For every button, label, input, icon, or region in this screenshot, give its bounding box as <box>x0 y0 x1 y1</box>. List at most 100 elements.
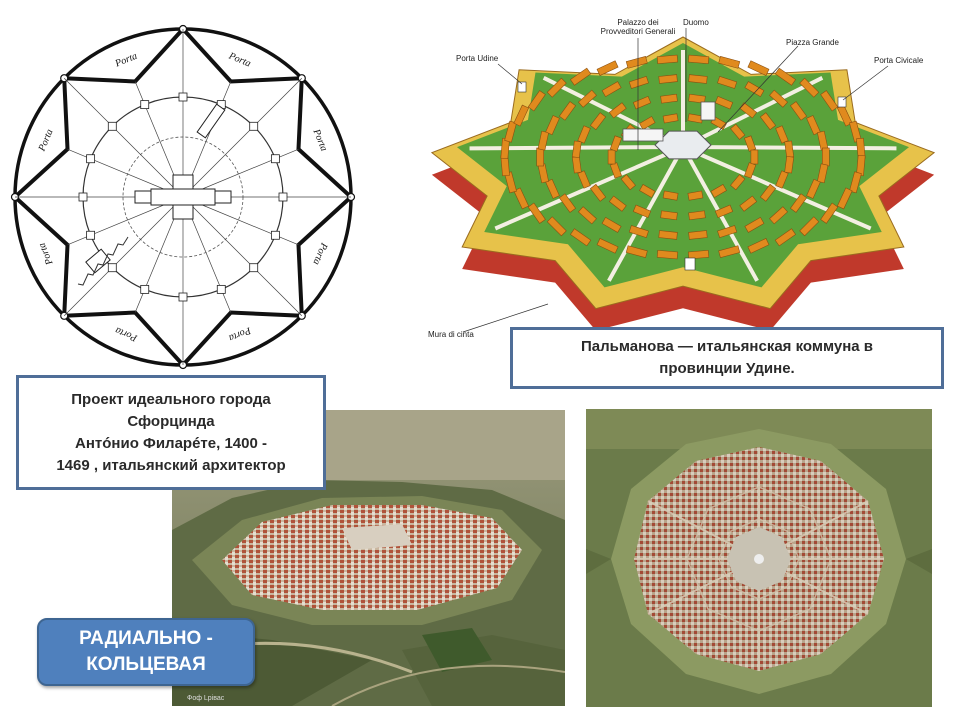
piazza-square <box>86 230 96 240</box>
building-block <box>744 216 765 233</box>
building-block <box>774 67 797 86</box>
building-block <box>718 245 741 258</box>
building-block <box>658 230 678 240</box>
building-block <box>625 245 648 258</box>
building-block <box>820 90 839 112</box>
leader-porta-cividale <box>842 65 889 101</box>
building-block <box>718 56 741 69</box>
building-block <box>821 147 830 167</box>
piazza-square <box>178 92 188 102</box>
palmanova-callout-line1: Пальманова — итальянская коммуна в <box>580 338 874 355</box>
radial-street <box>682 145 872 231</box>
palmanova-illustration-drawing <box>430 28 936 333</box>
leader-porta-udine <box>497 63 523 85</box>
building-block <box>662 190 679 201</box>
building-block <box>571 140 582 159</box>
radial-street <box>63 196 184 317</box>
building-block <box>775 170 789 189</box>
building-block <box>836 187 853 210</box>
building-block <box>687 190 704 201</box>
building-block <box>820 202 839 224</box>
building-block <box>714 204 734 219</box>
building-block <box>799 216 820 237</box>
filarete-callout-line2: Сфорцинда <box>127 412 215 430</box>
building-block <box>536 147 544 167</box>
building-block <box>577 206 597 225</box>
building-block <box>750 149 759 165</box>
building-block <box>513 187 530 210</box>
building-block <box>799 77 820 98</box>
building-block <box>601 216 622 233</box>
building-block <box>714 95 734 110</box>
piazza-square <box>78 192 88 202</box>
building-block <box>596 238 619 254</box>
building-block <box>596 60 619 76</box>
building-block <box>527 90 546 112</box>
building-block <box>589 112 607 131</box>
building-block <box>609 135 622 152</box>
leader-mura <box>462 303 549 333</box>
building-block <box>620 174 636 191</box>
building-block <box>759 183 777 202</box>
building-block <box>747 238 770 254</box>
piazza-square <box>140 100 150 110</box>
porta-cividale-gate <box>837 96 847 108</box>
building-block <box>717 75 738 89</box>
building-block <box>577 89 597 108</box>
building-block <box>784 155 795 174</box>
building-block <box>569 67 592 86</box>
building-block <box>608 195 627 212</box>
label-piazza-grande: Piazza Grande <box>786 38 839 47</box>
radial-ring-badge: РАДИАЛЬНО - КОЛЬЦЕВАЯ <box>37 618 255 686</box>
building-block <box>546 216 567 237</box>
building-block <box>632 204 652 219</box>
building-block <box>504 120 517 143</box>
radial-street <box>63 77 184 198</box>
filarete-callout-line3: Антóнио Филарéте, 1400 - <box>75 434 267 452</box>
piazza-square <box>178 292 188 302</box>
label-palazzo: Palazzo dei Provveditori Generali <box>600 18 676 36</box>
piazza-square <box>86 154 96 164</box>
leader-piazza <box>717 45 799 133</box>
porta-udine-gate <box>517 81 527 93</box>
filarete-callout: Проект идеального города Сфорцинда Антóн… <box>16 375 326 490</box>
radial-street <box>182 77 303 198</box>
palmanova-aerial-oblique-photo: Фоф Lрівас <box>172 410 565 706</box>
radial-street <box>182 196 303 317</box>
piazza-square <box>270 230 280 240</box>
palmanova-aerial-topdown-photo <box>586 409 932 707</box>
building-block <box>774 228 797 247</box>
central-building-north <box>172 174 194 190</box>
piazza-square <box>278 192 288 202</box>
building-block <box>546 77 567 98</box>
building-block <box>769 89 789 108</box>
building-block <box>759 112 777 131</box>
piazza-square <box>107 121 117 131</box>
building-block <box>632 95 652 110</box>
building-block <box>769 206 789 225</box>
building-block <box>660 93 678 104</box>
building-block <box>739 195 758 212</box>
central-building-south <box>172 204 194 220</box>
building-block <box>739 102 758 119</box>
building-block <box>744 162 757 179</box>
building-block <box>660 210 678 221</box>
label-mura-di-cinta: Mura di cinta <box>428 330 474 339</box>
duomo-building <box>700 101 716 121</box>
central-piazza <box>150 188 216 206</box>
badge-line2: КОЛЬЦЕВАЯ <box>86 654 206 675</box>
building-block <box>688 210 706 221</box>
south-gate <box>684 257 696 271</box>
palmanova-illustration: Palazzo dei Provveditori Generali Duomo … <box>418 12 953 342</box>
building-block <box>717 225 738 239</box>
piazza-square <box>249 263 259 273</box>
filarete-callout-line4: 1469 , итальянский архитектор <box>56 456 286 474</box>
building-block <box>558 193 577 213</box>
building-block <box>656 249 679 260</box>
piazza-grande <box>654 130 712 160</box>
central-building-west <box>134 190 152 204</box>
building-block <box>730 123 746 140</box>
building-block <box>656 54 679 65</box>
piazza-square <box>140 284 150 294</box>
